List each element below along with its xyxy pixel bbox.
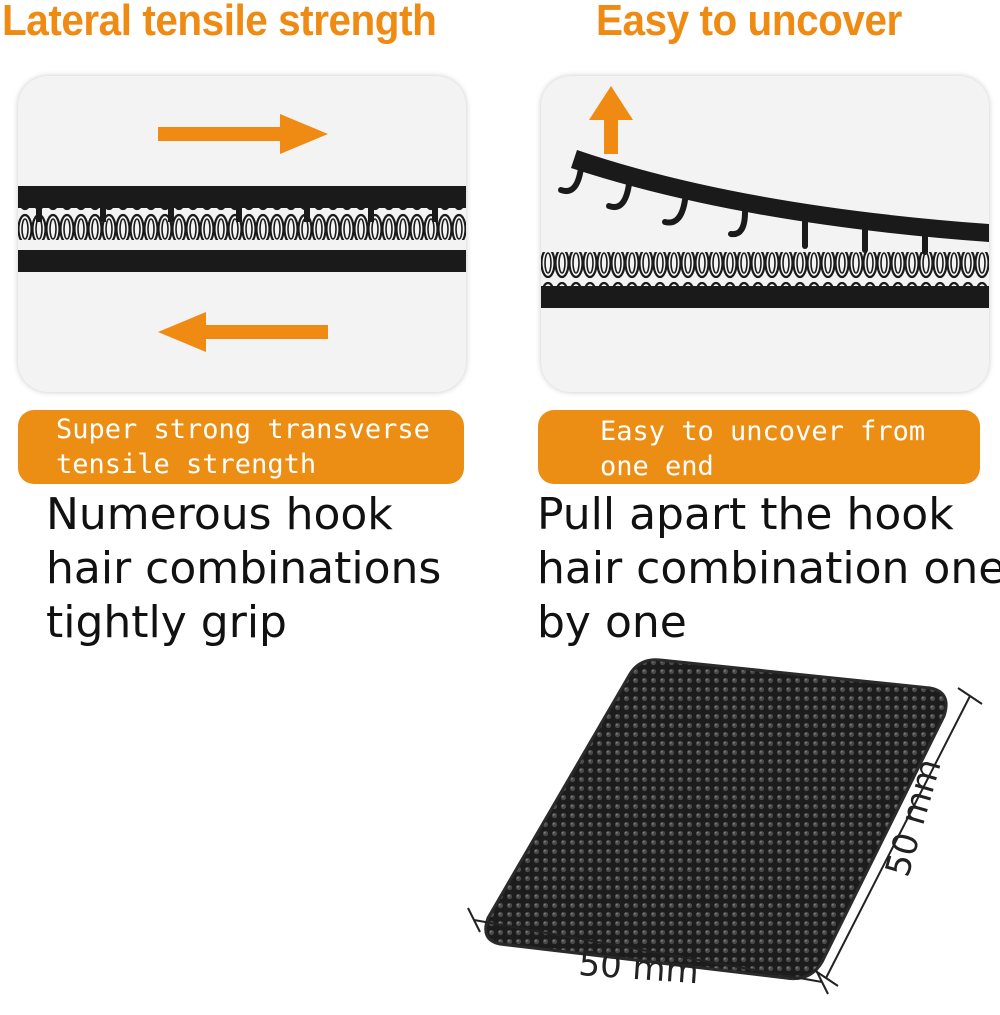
description-line: by one	[537, 597, 687, 648]
description-line: hair combinations	[46, 543, 442, 594]
height-dimension-line	[813, 687, 983, 987]
caption-line: Easy to uncover from	[600, 416, 926, 447]
hook-and-loop-strip-icon	[18, 186, 466, 272]
lateral-strength-illustration	[18, 76, 466, 392]
description-line: Pull apart the hook	[537, 489, 954, 540]
width-dimension-line	[467, 907, 829, 995]
description-line: hair combination one	[537, 543, 1000, 594]
description-line: Numerous hook	[46, 489, 393, 540]
width-dimension-label: 50 mm	[577, 944, 701, 993]
lateral-strength-caption: Super strong transverse tensile strength	[18, 410, 464, 484]
easy-uncover-illustration	[541, 76, 989, 392]
lateral-strength-heading: Lateral tensile strength	[2, 0, 437, 45]
hook-pad-surface	[484, 658, 948, 981]
arrow-left-icon	[158, 312, 328, 352]
arrow-up-icon	[589, 86, 633, 154]
easy-uncover-caption: Easy to uncover from one end	[538, 410, 980, 484]
easy-uncover-heading: Easy to uncover	[596, 0, 902, 45]
lateral-strength-description: Numerous hook hair combinations tightly …	[46, 488, 441, 650]
peeling-hook-strip-icon	[541, 150, 989, 308]
caption-line: Super strong transverse	[56, 414, 430, 445]
caption-line: tensile strength	[56, 449, 317, 480]
hook-pad-icon	[467, 658, 983, 995]
easy-uncover-description: Pull apart the hook hair combination one…	[537, 488, 1000, 650]
arrow-right-icon	[158, 114, 328, 154]
description-line: tightly grip	[46, 597, 287, 648]
caption-line: one end	[600, 451, 714, 482]
